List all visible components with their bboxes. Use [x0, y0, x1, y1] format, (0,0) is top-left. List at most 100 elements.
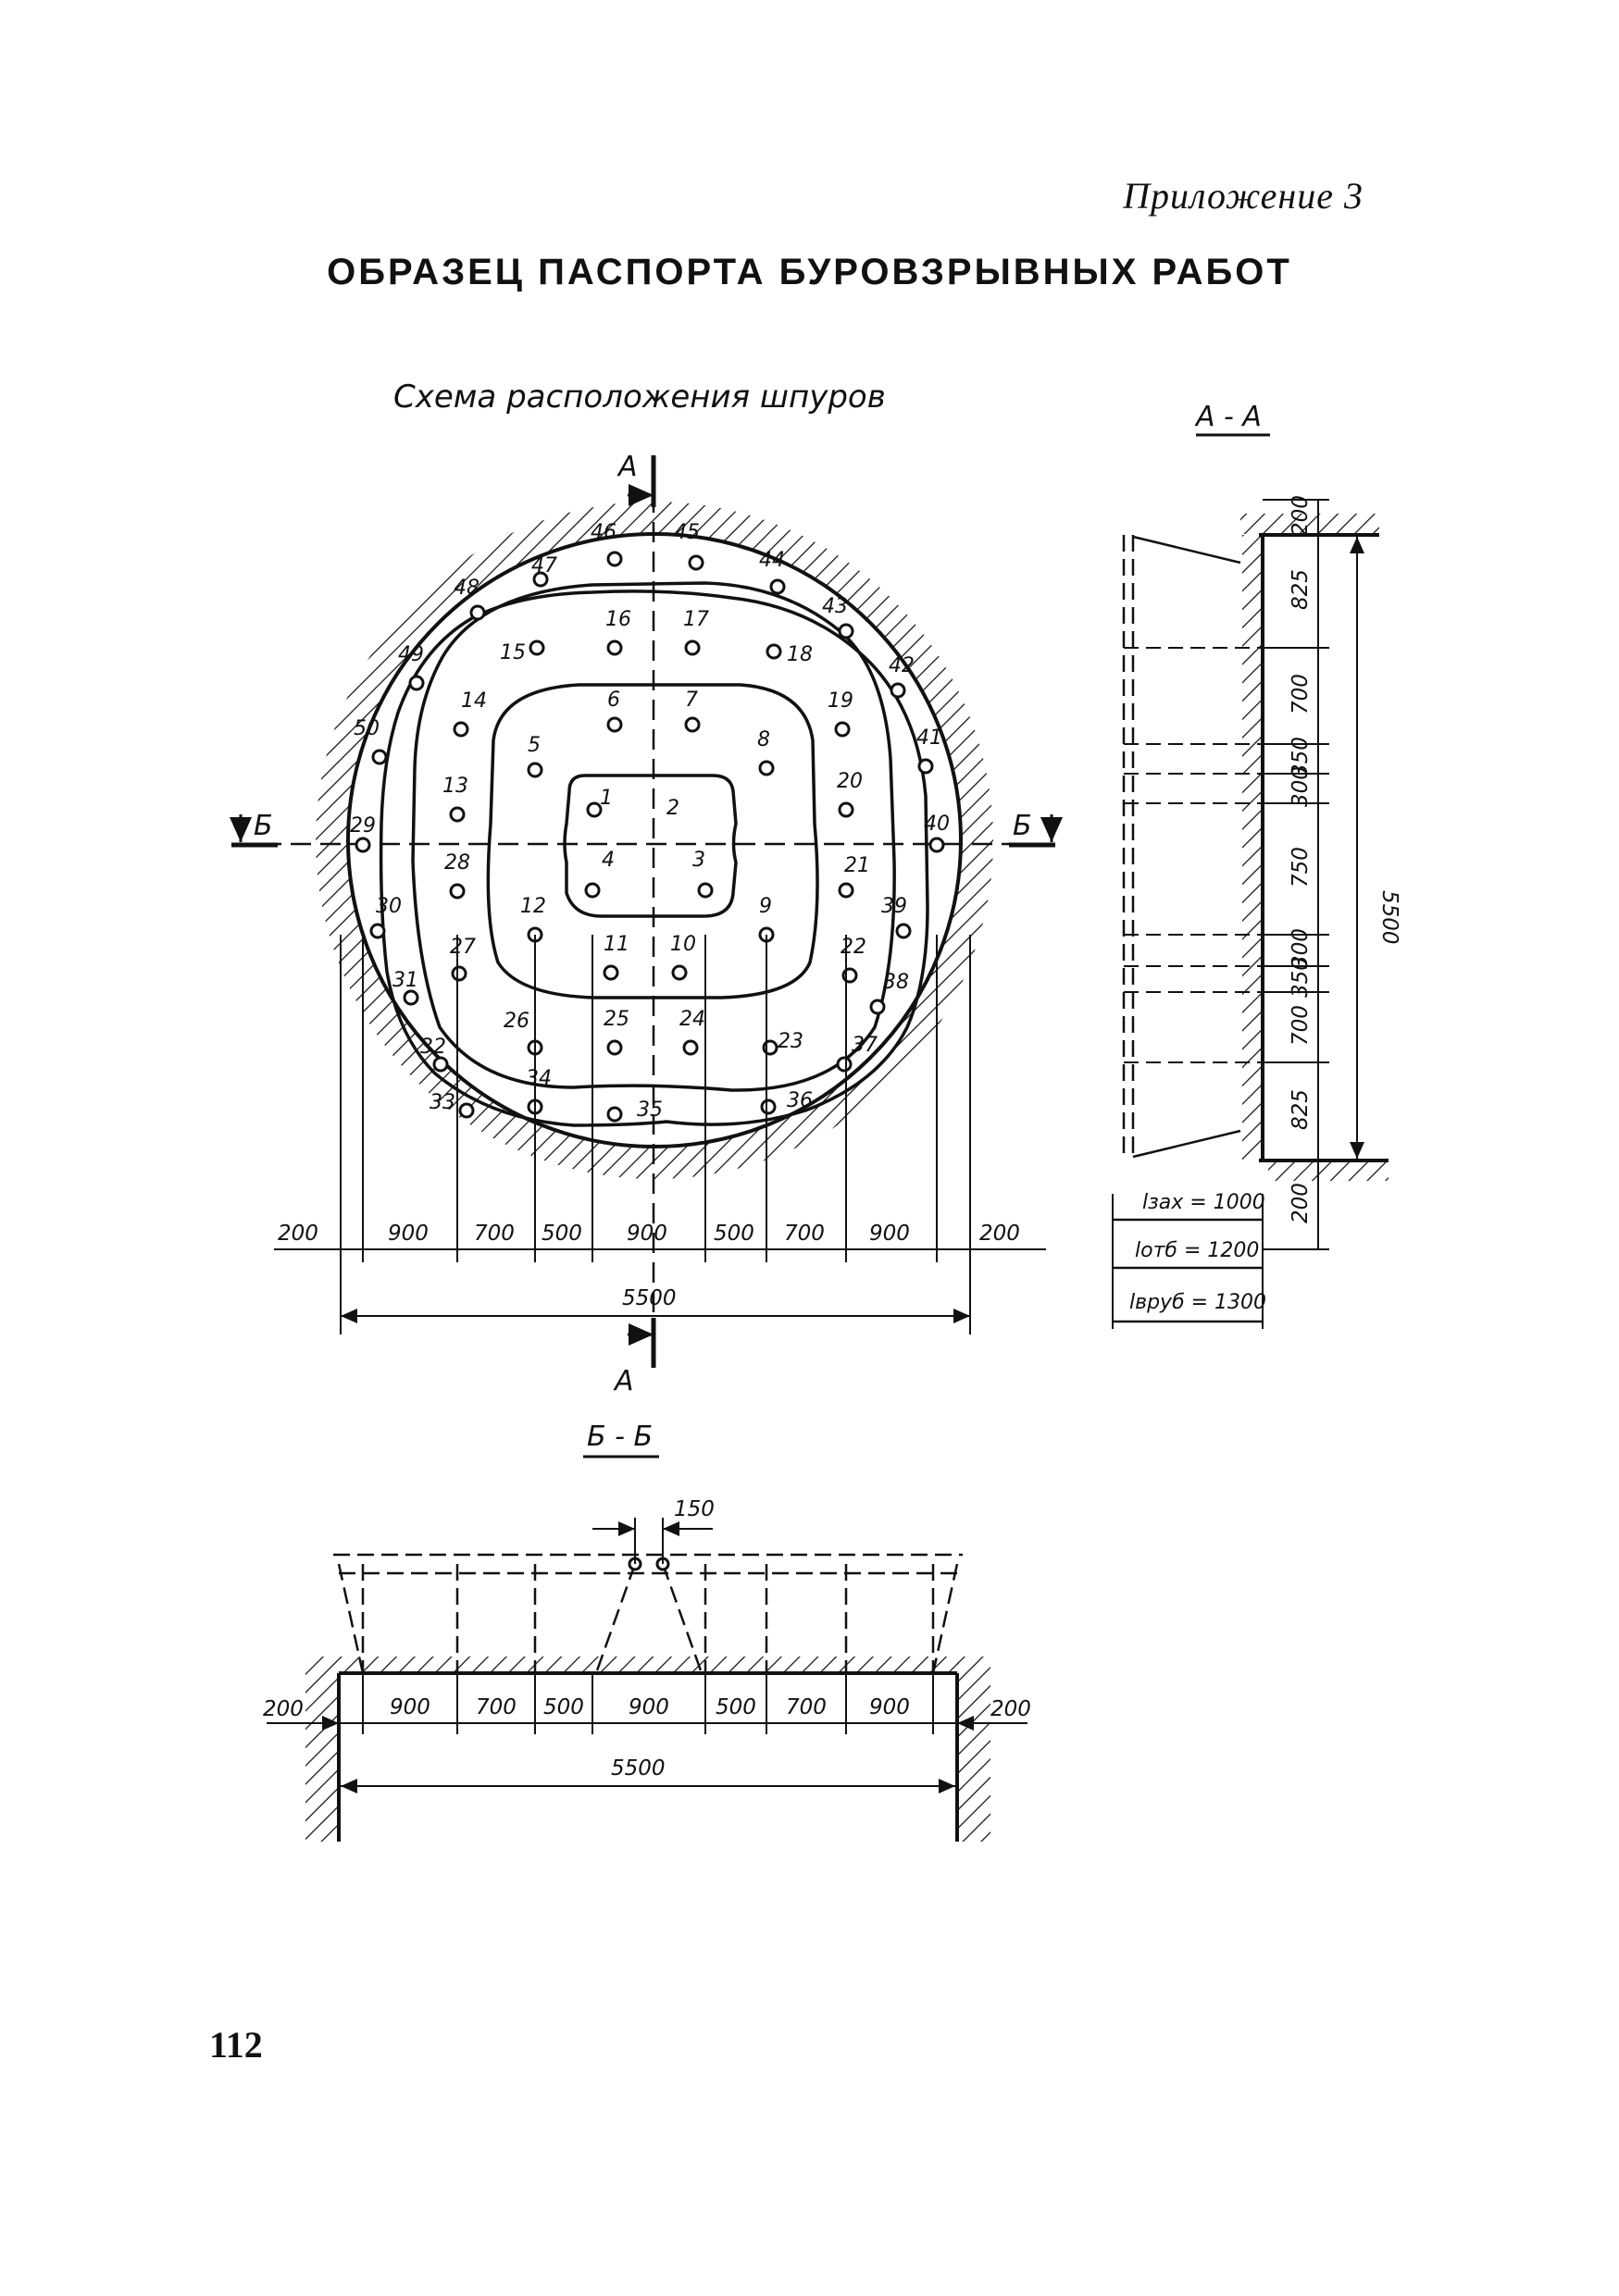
hole-label: 38 — [883, 971, 909, 994]
hole-label: 2 — [666, 797, 679, 820]
lvrub-label: lвруб = 1300 — [1129, 1291, 1266, 1314]
hole-label: 1 — [600, 787, 613, 810]
hole-label: 43 — [822, 595, 848, 618]
aa-dimension-value: 700 — [1289, 1005, 1313, 1046]
blast-hole — [586, 801, 603, 818]
section-bb-wall-right — [957, 1657, 990, 1842]
aa-dimension-value: 200 — [1289, 495, 1313, 536]
hole-label: 48 — [454, 577, 479, 600]
blast-hole — [766, 643, 782, 660]
hole-label: 11 — [604, 933, 629, 956]
bb-dimension-value: 700 — [476, 1695, 517, 1719]
blast-hole — [758, 760, 775, 776]
hole-label: 44 — [759, 549, 785, 572]
section-aa-rock-bottom — [1268, 1160, 1389, 1181]
hole-label: 50 — [354, 717, 380, 740]
blast-hole — [369, 923, 386, 939]
bb-dimension-value: 500 — [716, 1695, 756, 1719]
hole-label: 14 — [461, 689, 487, 713]
plan-dimension-value: 900 — [627, 1222, 667, 1246]
bb-edge-value-left: 200 — [263, 1697, 304, 1721]
blast-hole — [527, 762, 543, 778]
blast-hole — [606, 1039, 623, 1056]
blast-hole — [688, 554, 704, 571]
hole-label: 41 — [916, 726, 942, 750]
hole-label: 15 — [500, 641, 526, 664]
bb-edge-value-right: 200 — [990, 1697, 1031, 1721]
section-aa-slope-holes — [1132, 535, 1241, 1159]
plan-dimension-value: 200 — [278, 1222, 318, 1246]
section-aa-wall-hatch — [1242, 535, 1263, 1160]
lotb-label: lотб = 1200 — [1135, 1239, 1259, 1262]
hole-label: 6 — [607, 689, 620, 712]
hole-label: 28 — [444, 851, 470, 875]
blast-hole — [529, 639, 545, 656]
aa-total-value: 5500 — [1377, 890, 1401, 945]
bb-dimension-value: 500 — [543, 1695, 584, 1719]
hole-label: 35 — [637, 1098, 663, 1122]
angle-offset-label: 150 — [674, 1497, 715, 1521]
aa-dimension-value: 825 — [1289, 1089, 1313, 1130]
hole-label: 27 — [450, 936, 476, 959]
hole-label: 33 — [430, 1091, 455, 1114]
page-number: 112 — [209, 2024, 263, 2066]
hole-label: 31 — [392, 969, 418, 992]
hole-label: 21 — [844, 854, 870, 877]
bb-dimension-value: 900 — [390, 1695, 430, 1719]
hole-label: 47 — [531, 554, 557, 577]
hole-label: 25 — [604, 1008, 629, 1031]
blast-hole — [451, 965, 467, 982]
contour-relief-2 — [411, 581, 896, 1092]
blast-hole — [458, 1102, 475, 1119]
aa-dimension-value: 350 — [1289, 957, 1313, 998]
plan-dimension-value: 700 — [784, 1222, 825, 1246]
page-header: Приложение 3 ОБРАЗЕЦ ПАСПОРТА БУРОВЗРЫВН… — [0, 0, 1619, 333]
aa-dimension-value: 825 — [1289, 569, 1313, 610]
aa-dimension-value: 350 — [1289, 737, 1313, 777]
section-aa-rock-top — [1240, 514, 1379, 534]
blast-hole — [760, 1098, 777, 1115]
hole-label: 13 — [442, 775, 468, 798]
blast-hole — [432, 1056, 449, 1073]
section-aa-hole-depth — [1122, 535, 1135, 1160]
hole-label: 23 — [778, 1030, 803, 1053]
hole-label: 19 — [828, 689, 853, 713]
lzah-label: lзах = 1000 — [1142, 1191, 1265, 1214]
section-bb-hole-ends — [333, 1553, 963, 1575]
appendix-label: Приложение 3 — [1123, 175, 1364, 217]
blast-hole — [838, 882, 854, 899]
contour-cut — [563, 774, 738, 918]
section-bb-wall-left — [305, 1657, 339, 1842]
blast-hole — [838, 801, 854, 818]
blast-hole — [371, 749, 388, 765]
blast-hole — [449, 883, 466, 900]
hole-label: 45 — [674, 521, 700, 544]
blast-hole — [606, 1106, 623, 1123]
hole-label: 46 — [591, 521, 616, 544]
blast-hole — [869, 999, 886, 1015]
hole-label: 24 — [679, 1008, 705, 1031]
blast-hole — [838, 623, 854, 639]
blast-hole — [684, 716, 701, 733]
hole-label: 49 — [398, 643, 424, 666]
plan-dimension-value: 900 — [388, 1222, 429, 1246]
blast-hole — [917, 758, 934, 775]
hole-label: 26 — [504, 1010, 529, 1033]
bb-total-value: 5500 — [611, 1756, 666, 1781]
blast-hole — [606, 639, 623, 656]
blast-hole — [355, 837, 371, 853]
section-label-a-bottom: А — [613, 1365, 634, 1397]
page-title: ОБРАЗЕЦ ПАСПОРТА БУРОВЗРЫВНЫХ РАБОТ — [327, 252, 1292, 292]
section-label-b-right: Б — [1013, 810, 1032, 842]
plan-dimension-value: 200 — [979, 1222, 1020, 1246]
hole-label: 12 — [520, 895, 546, 918]
hole-label: 42 — [889, 654, 915, 677]
plan-dimension-value: 700 — [474, 1222, 515, 1246]
plan-dimension-value: 500 — [714, 1222, 754, 1246]
